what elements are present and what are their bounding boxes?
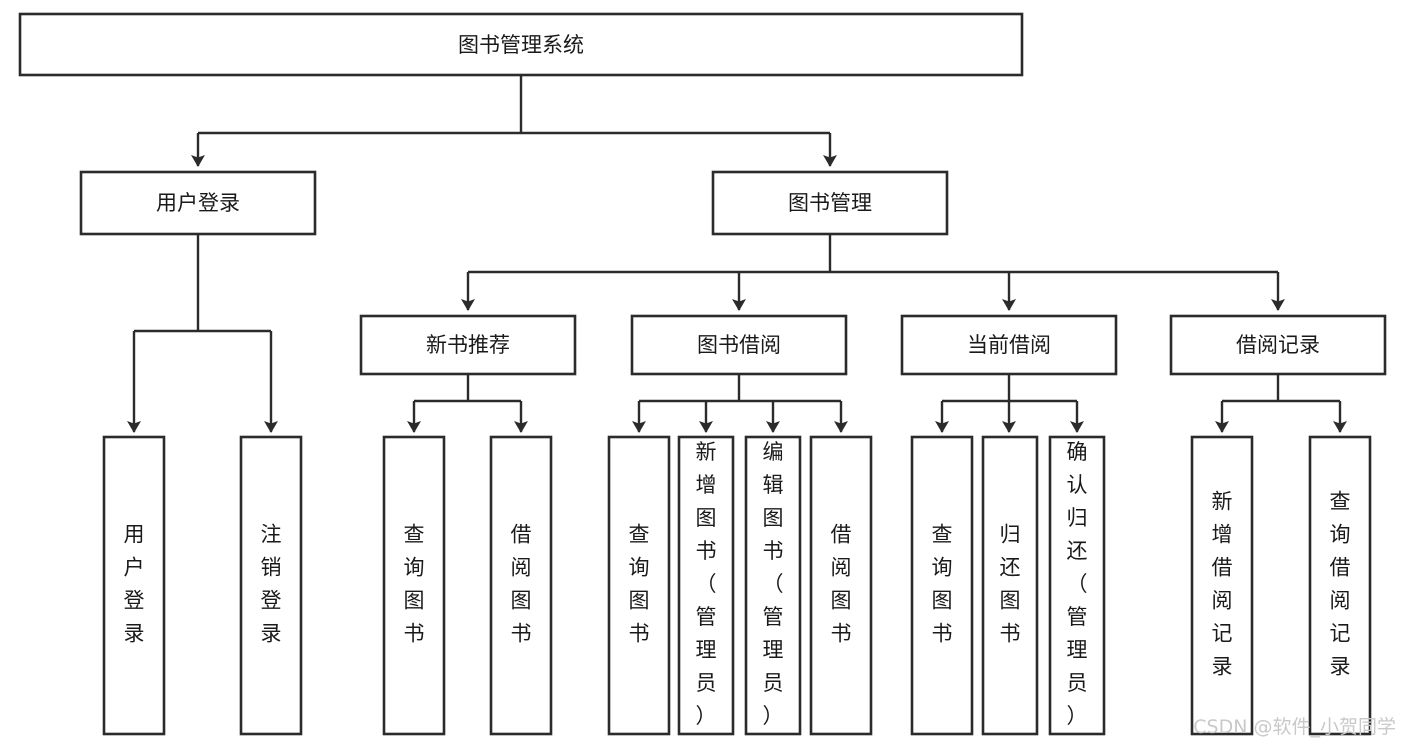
node-leaf-user-login-label: 用户登录: [124, 523, 145, 646]
node-leaf-add-record-label: 新增借阅记录: [1212, 490, 1233, 679]
node-book-borrow-box[interactable]: [630, 314, 848, 376]
node-user-login-box[interactable]: [79, 170, 317, 236]
node-leaf-query-book-3-box[interactable]: [910, 435, 974, 736]
node-leaf-add-book[interactable]: 新增图书（管理员）: [677, 435, 735, 736]
node-borrow-record-box[interactable]: [1169, 314, 1387, 376]
node-root-box[interactable]: [18, 12, 1024, 77]
node-leaf-query-record-box[interactable]: [1308, 435, 1372, 736]
node-current-borrow[interactable]: 当前借阅: [900, 314, 1118, 376]
node-leaf-query-book-3[interactable]: 查询图书: [910, 435, 974, 736]
csdn-watermark: CSDN @软件_小贺同学: [1193, 716, 1396, 738]
node-leaf-query-book-2-label: 查询图书: [629, 523, 650, 646]
node-leaf-return-book-box[interactable]: [981, 435, 1039, 736]
node-leaf-confirm-return-box[interactable]: [1048, 435, 1106, 736]
node-leaf-confirm-return[interactable]: 确认归还（管理员）: [1048, 435, 1106, 736]
node-leaf-query-book-1-box[interactable]: [382, 435, 446, 736]
node-leaf-borrow-book-2-box[interactable]: [809, 435, 873, 736]
node-leaf-query-record-label: 查询借阅记录: [1330, 490, 1351, 679]
node-leaf-borrow-book-1-box[interactable]: [489, 435, 553, 736]
node-leaf-edit-book-box[interactable]: [744, 435, 802, 736]
node-user-login[interactable]: 用户登录: [79, 170, 317, 236]
node-leaf-borrow-book-1-label: 借阅图书: [511, 523, 532, 646]
node-leaf-query-book-1[interactable]: 查询图书: [382, 435, 446, 736]
node-leaf-edit-book-label: 编辑图书（管理员）: [763, 440, 784, 728]
node-root-label: 图书管理系统: [458, 33, 584, 57]
node-leaf-add-record-box[interactable]: [1190, 435, 1254, 736]
node-new-book-recommend[interactable]: 新书推荐: [359, 314, 577, 376]
node-leaf-add-book-box[interactable]: [677, 435, 735, 736]
connector-layer: [127, 75, 1347, 433]
leaf-layer: 用户登录 注销登录 查询图书 借阅图书 查询图书 新增图书（管理员） 编辑图书（…: [102, 435, 1372, 736]
node-leaf-user-login[interactable]: 用户登录: [102, 435, 166, 736]
node-leaf-borrow-book-1[interactable]: 借阅图书: [489, 435, 553, 736]
node-leaf-query-book-3-label: 查询图书: [932, 523, 953, 646]
node-leaf-confirm-return-label: 确认归还（管理员）: [1067, 440, 1088, 728]
node-leaf-borrow-book-2[interactable]: 借阅图书: [809, 435, 873, 736]
node-leaf-query-record[interactable]: 查询借阅记录: [1308, 435, 1372, 736]
node-root[interactable]: 图书管理系统: [18, 12, 1024, 77]
node-leaf-logout-login-label: 注销登录: [261, 523, 282, 646]
node-book-management-box[interactable]: [711, 170, 949, 236]
node-current-borrow-label: 当前借阅: [967, 333, 1051, 357]
node-book-borrow[interactable]: 图书借阅: [630, 314, 848, 376]
node-book-management-label: 图书管理: [788, 191, 872, 215]
node-borrow-record[interactable]: 借阅记录: [1169, 314, 1387, 376]
node-book-management[interactable]: 图书管理: [711, 170, 949, 236]
node-leaf-edit-book[interactable]: 编辑图书（管理员）: [744, 435, 802, 736]
node-leaf-add-book-label: 新增图书（管理员）: [696, 440, 717, 728]
node-leaf-query-book-2[interactable]: 查询图书: [607, 435, 671, 736]
node-user-login-label: 用户登录: [156, 191, 240, 215]
node-leaf-logout-login[interactable]: 注销登录: [239, 435, 303, 736]
node-borrow-record-label: 借阅记录: [1236, 333, 1320, 357]
node-leaf-query-book-2-box[interactable]: [607, 435, 671, 736]
node-leaf-borrow-book-2-label: 借阅图书: [831, 523, 852, 646]
node-leaf-query-book-1-label: 查询图书: [404, 523, 425, 646]
node-new-book-recommend-box[interactable]: [359, 314, 577, 376]
node-current-borrow-box[interactable]: [900, 314, 1118, 376]
node-leaf-return-book-label: 归还图书: [1000, 523, 1021, 646]
node-book-borrow-label: 图书借阅: [697, 333, 781, 357]
node-leaf-add-record[interactable]: 新增借阅记录: [1190, 435, 1254, 736]
node-leaf-user-login-box[interactable]: [102, 435, 166, 736]
node-leaf-return-book[interactable]: 归还图书: [981, 435, 1039, 736]
node-new-book-recommend-label: 新书推荐: [426, 333, 510, 357]
node-leaf-logout-login-box[interactable]: [239, 435, 303, 736]
